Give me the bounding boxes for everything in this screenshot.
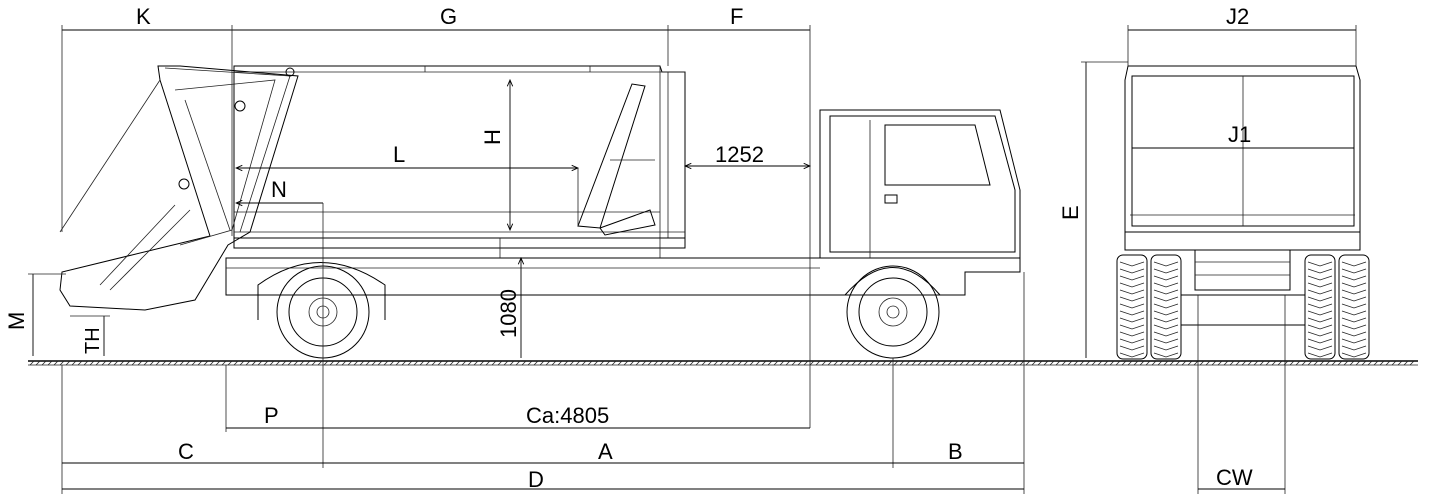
label-J1: J1	[1228, 122, 1251, 147]
label-A: A	[598, 439, 613, 464]
label-F: F	[730, 4, 743, 29]
dimension-labels: K G F J2 J1 H L N 1252 E M TH 1080 P Ca:…	[4, 4, 1253, 492]
ground-line	[28, 360, 1418, 366]
label-Ca: Ca:4805	[526, 403, 609, 428]
label-K: K	[136, 4, 151, 29]
label-1252: 1252	[715, 142, 764, 167]
label-C: C	[178, 439, 194, 464]
label-H: H	[480, 129, 505, 145]
label-L: L	[393, 142, 405, 167]
side-view-truck	[59, 65, 1021, 359]
label-P: P	[264, 403, 279, 428]
rear-view-truck	[1116, 65, 1370, 360]
label-CW: CW	[1216, 465, 1253, 490]
label-1080: 1080	[496, 289, 521, 338]
label-M: M	[4, 312, 29, 330]
label-E: E	[1058, 205, 1083, 220]
dimension-lines	[28, 25, 1357, 494]
label-N: N	[271, 177, 287, 202]
label-B: B	[948, 439, 963, 464]
label-G: G	[440, 4, 457, 29]
label-J2: J2	[1226, 4, 1249, 29]
label-TH: TH	[82, 327, 104, 354]
label-D: D	[528, 467, 544, 492]
